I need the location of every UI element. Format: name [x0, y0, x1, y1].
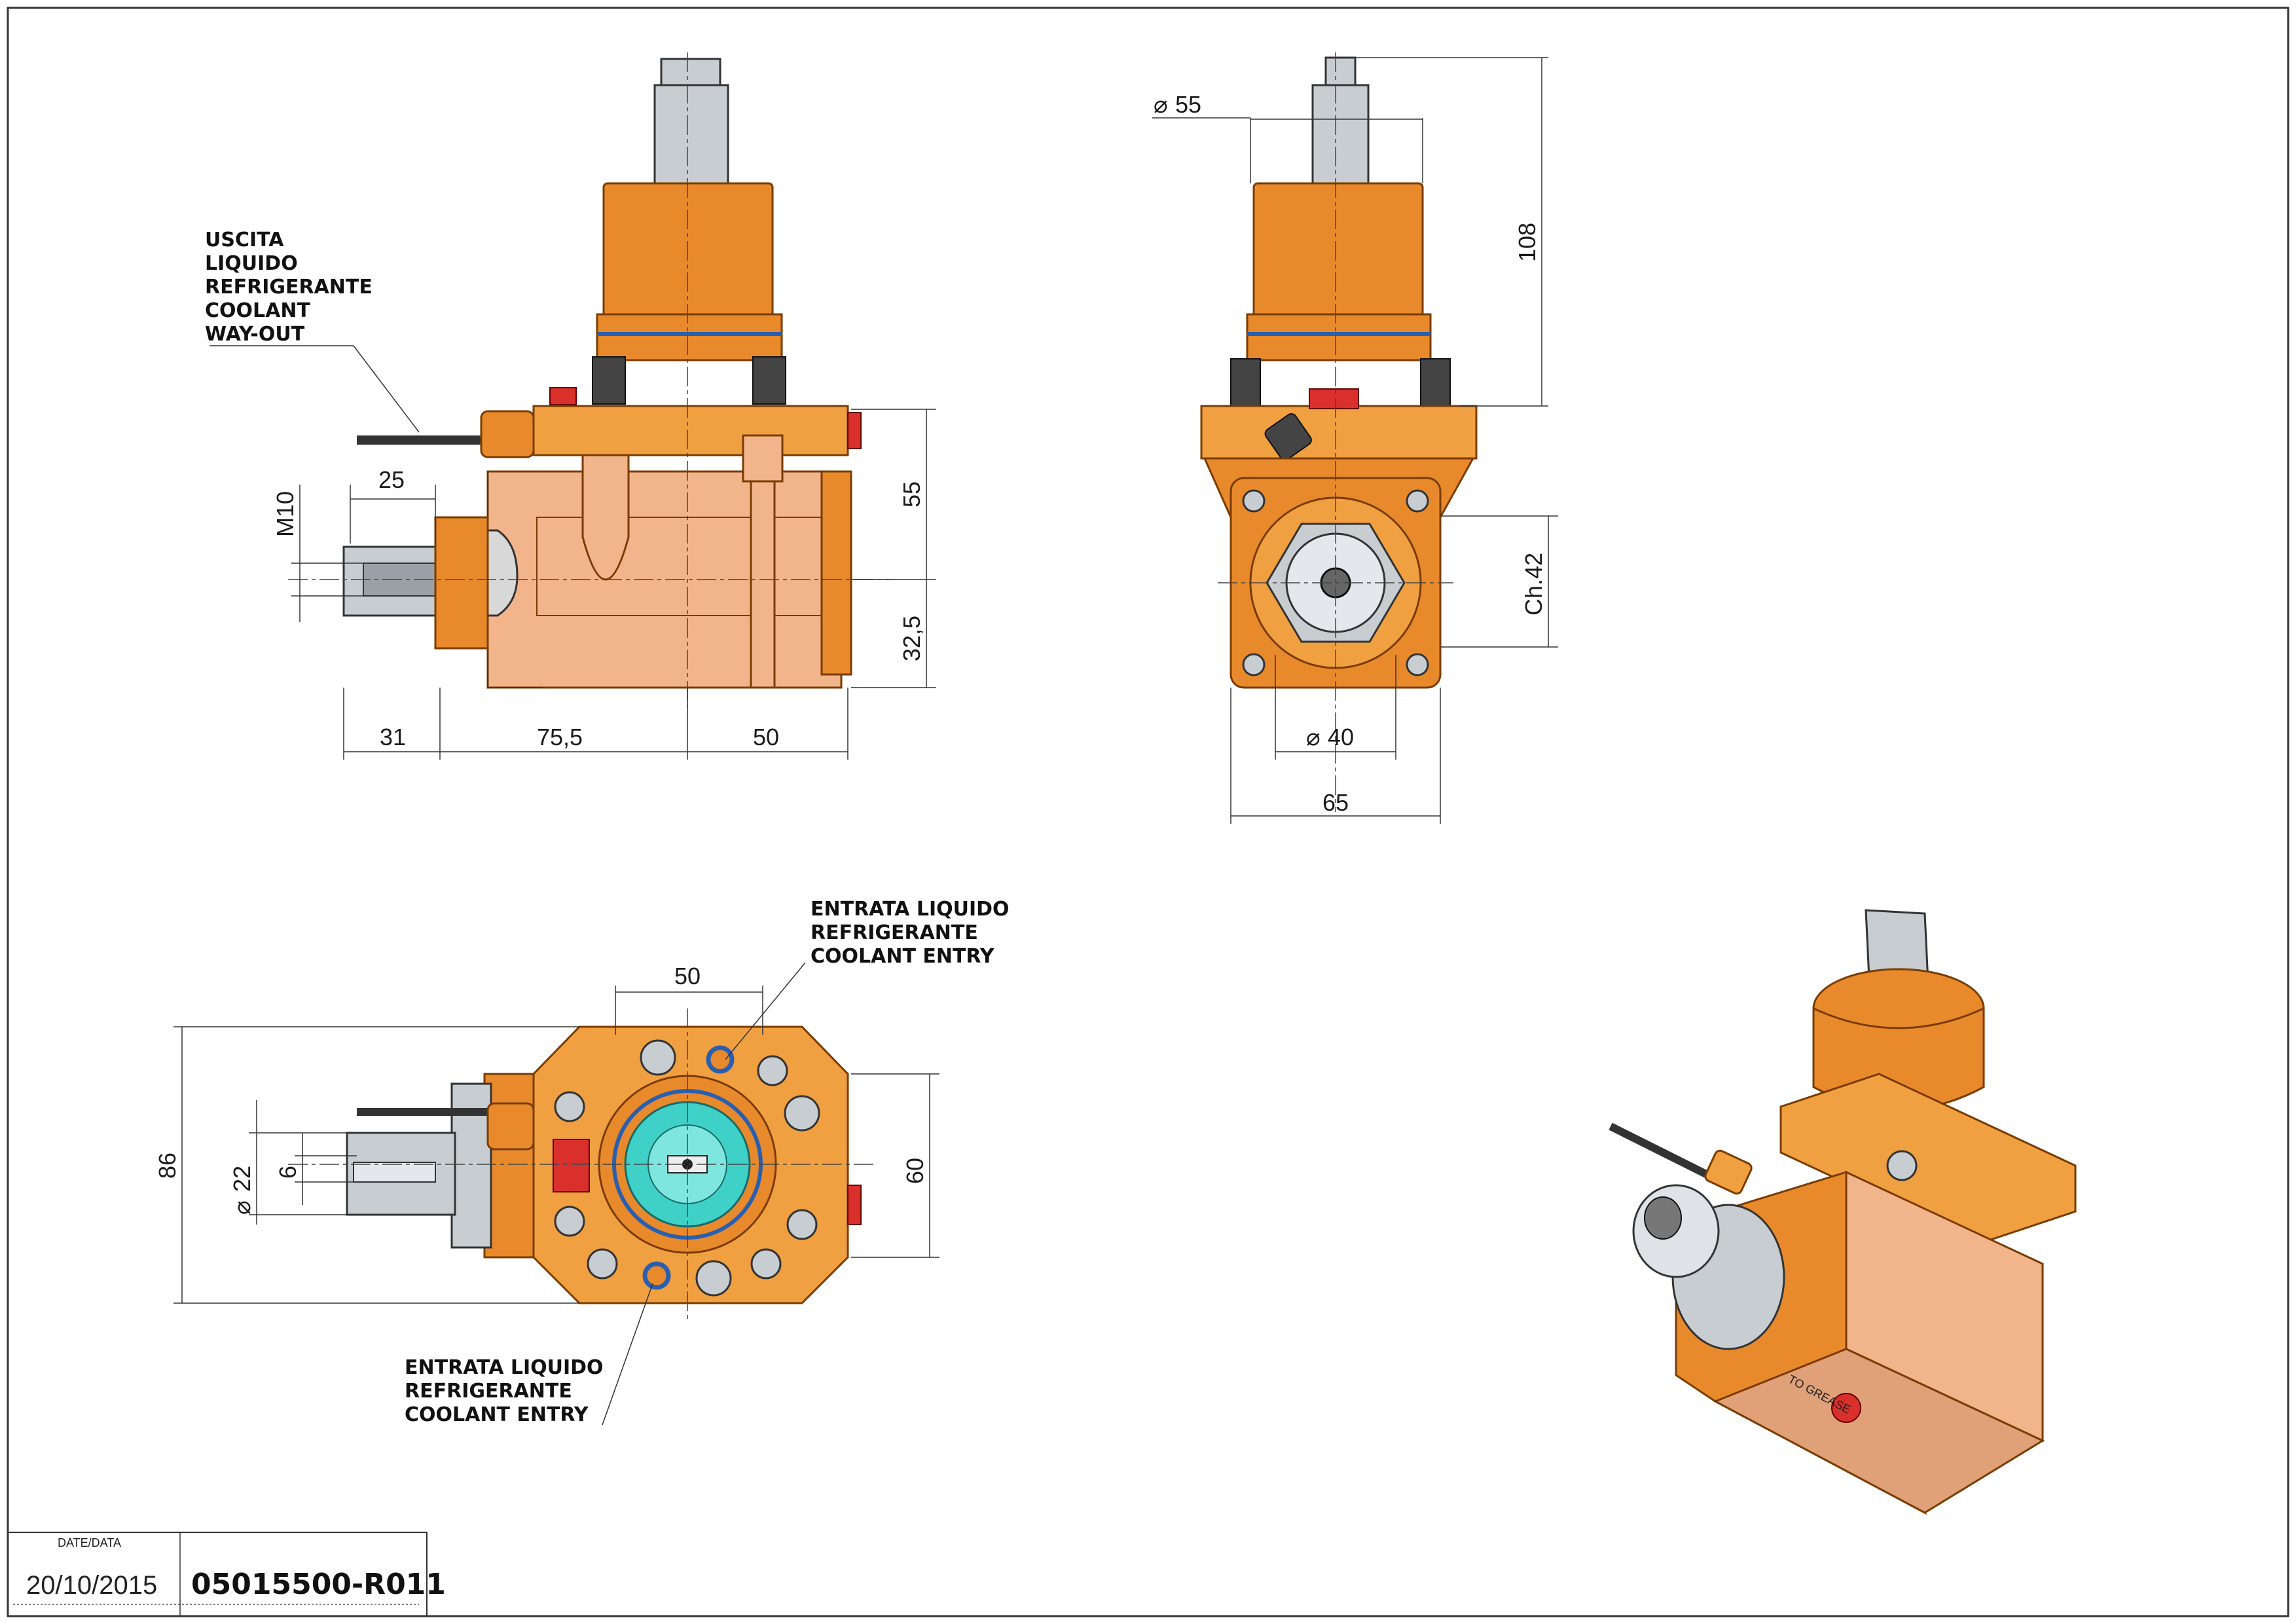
top-bolt-8 [750, 1248, 782, 1280]
note-coolant-out-3: REFRIGERANTE [205, 276, 373, 299]
top-bolt-4 [554, 1091, 585, 1122]
top-bolt-6 [587, 1248, 618, 1280]
iso-grease-nipple [1831, 1393, 1861, 1423]
front-cylinder [602, 182, 774, 322]
top-keyway [353, 1162, 436, 1183]
top-bolt-1 [640, 1039, 676, 1076]
side-bolt-br [1406, 653, 1429, 676]
front-red-plug-side [847, 412, 862, 449]
dim-dia40-symbol: ⌀ [1306, 724, 1321, 750]
dim-25: 25 [378, 466, 405, 493]
top-coolant-nozzle [486, 1102, 535, 1151]
iso-output-bore [1644, 1196, 1682, 1240]
top-view: 50 86 ⌀ 22 6 60 ENTRATA LIQUIDO REFRIGER… [154, 898, 1010, 1426]
dim-50-top: 50 [674, 963, 701, 989]
front-red-plug-top [549, 387, 577, 405]
note-entry-bottom-1: ENTRATA LIQUIDO [405, 1356, 604, 1379]
note-coolant-out-5: WAY-OUT [205, 323, 305, 346]
date-value: 20/10/2015 [26, 1571, 157, 1600]
date-label: DATE/DATA [58, 1536, 121, 1549]
top-red-plug [553, 1139, 590, 1192]
side-cylinder-collar [1246, 313, 1432, 361]
top-coolant-port-2 [642, 1261, 671, 1290]
side-bolt-tl [1242, 489, 1266, 513]
note-coolant-out-2: LIQUIDO [205, 252, 298, 275]
top-bolt-9 [786, 1209, 818, 1240]
dim-50-front: 50 [753, 724, 779, 750]
side-view: ⌀ 55 108 Ch.42 ⌀ 40 65 [1152, 52, 1558, 824]
note-entry-top-2: REFRIGERANTE [811, 921, 978, 944]
dim-dia22-symbol: ⌀ [228, 1200, 255, 1215]
top-bolt-3 [784, 1095, 820, 1132]
front-stud-left [592, 356, 626, 405]
note-entry-top-3: COOLANT ENTRY [811, 945, 995, 968]
iso-bolt [1886, 1150, 1918, 1181]
side-shank [1311, 84, 1370, 185]
top-coolant-port-1 [706, 1045, 735, 1074]
dim-m10: M10 [272, 491, 299, 537]
title-block: DATE/DATA 20/10/2015 05015500-R011 [7, 1532, 446, 1617]
note-entry-top-1: ENTRATA LIQUIDO [811, 898, 1010, 921]
iso-coolant-pipe [1609, 1122, 1717, 1183]
side-cylinder [1252, 182, 1424, 322]
dim-ch42: Ch.42 [1520, 553, 1547, 616]
side-coolant-fitting [1264, 413, 1312, 461]
front-output-nut [434, 516, 489, 650]
dim-dia55-symbol: ⌀ [1154, 91, 1168, 118]
title-block-frame [7, 1532, 428, 1617]
iso-coolant-nozzle [1704, 1149, 1753, 1195]
dim-55-front: 55 [898, 481, 925, 507]
note-entry-bottom-3: COOLANT ENTRY [405, 1403, 589, 1426]
side-red-plug [1309, 388, 1359, 409]
coolant-out-leader [210, 345, 420, 433]
side-stud-right [1420, 358, 1451, 407]
top-bolt-5 [554, 1206, 585, 1237]
side-bolt-tr [1406, 489, 1429, 513]
top-bolt-2 [757, 1055, 788, 1086]
side-bolt-bl [1242, 653, 1266, 676]
isometric-view: TO GREASE [1609, 909, 2077, 1515]
side-stud-left [1230, 358, 1261, 407]
dim-dia22: 22 [228, 1166, 255, 1192]
top-bolt-7 [695, 1260, 732, 1297]
front-right-block [820, 470, 852, 676]
dim-108: 108 [1514, 223, 1540, 262]
dim-65: 65 [1322, 789, 1349, 816]
front-cylinder-collar [596, 313, 783, 361]
iso-flange [1779, 1073, 2077, 1246]
front-flange [532, 405, 849, 456]
dim-60: 60 [902, 1158, 928, 1184]
part-number: 05015500-R011 [191, 1568, 446, 1601]
note-entry-bottom-2: REFRIGERANTE [405, 1380, 572, 1403]
dim-86: 86 [154, 1153, 181, 1179]
sheet-border [7, 7, 2289, 1617]
note-coolant-out-1: USCITA [205, 229, 284, 251]
front-shank-tip [660, 58, 721, 90]
dim-6: 6 [274, 1166, 301, 1179]
side-shank-tip [1324, 56, 1357, 88]
front-bolt-1 [581, 454, 630, 581]
dim-32-5: 32,5 [898, 616, 925, 661]
note-coolant-out-4: COOLANT [205, 299, 310, 322]
dim-dia40: 40 [1328, 724, 1354, 750]
top-center-dot [682, 1159, 693, 1170]
dim-31: 31 [380, 724, 406, 750]
front-coolant-nozzle [480, 410, 535, 458]
dim-75-5: 75,5 [537, 724, 583, 750]
dim-dia55: 55 [1175, 91, 1201, 118]
front-view: 31 75,5 50 55 32,5 25 M10 USCITA LIQUIDO… [205, 52, 936, 760]
front-bolt-2-shaft [750, 480, 776, 689]
iso-housing-bottom [1713, 1348, 2045, 1514]
front-bolt-2 [742, 434, 784, 483]
side-flange [1200, 405, 1478, 460]
coolant-entry-bottom-leader [602, 1283, 653, 1426]
front-stud-right [752, 356, 786, 405]
front-shank [653, 84, 729, 185]
top-right-red-plug [847, 1185, 862, 1225]
coolant-entry-top-leader [725, 962, 806, 1060]
